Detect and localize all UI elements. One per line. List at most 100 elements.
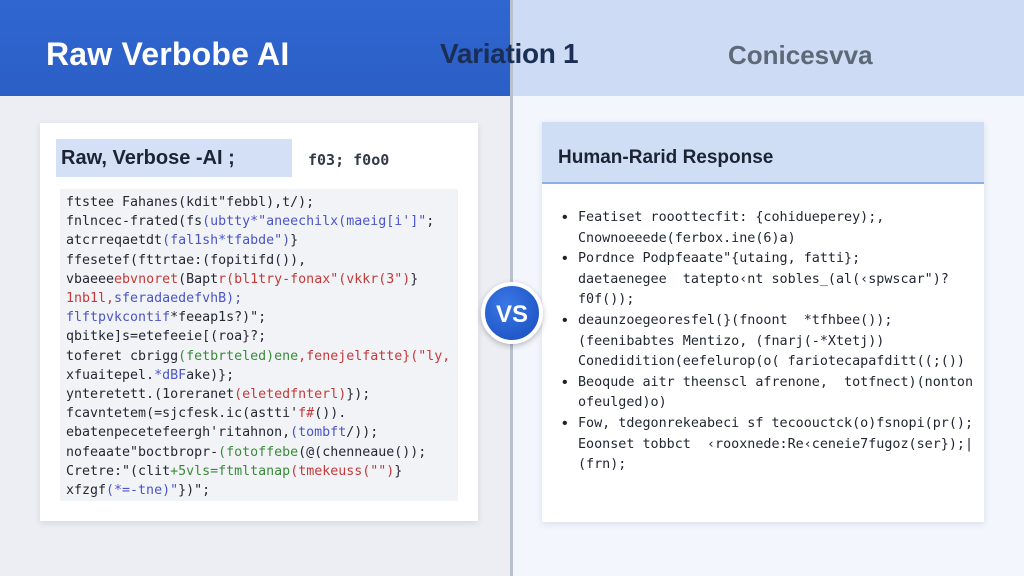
code-segment: fcavntetem (66, 406, 147, 422)
header-left-banner (0, 0, 511, 96)
code-line: nofeaate"boctbropr-(fotoffebe(@(chenneau… (66, 443, 452, 462)
code-segment: (fotoffebe (218, 444, 299, 460)
verbose-panel-title-bar: Raw, Verbose -AI ; (56, 139, 292, 177)
code-segment: } (394, 463, 403, 479)
list-item: Pordnce Podpfeaate"{utaing, fatti}; daeta… (562, 249, 972, 311)
concise-bullet-list: Featiset rooottecfit: {cohidueperey);, Cn… (562, 208, 972, 476)
code-line: vbaeeeebvnoret(Baptr(bl1try-fonax"(vkkr(… (66, 270, 452, 289)
header-right-banner (513, 0, 1024, 96)
bullet-line: deaunzoegeoresfel(}(fnoont *tfhbee()); (578, 312, 893, 328)
verbose-code-block: ftstee Fahanes(kdit"febbl),t/); fnlncec-f… (60, 189, 458, 501)
verbose-panel-title-tail: f03; f0o0 (308, 151, 390, 169)
code-segment: (tombft (290, 425, 347, 441)
list-item: Beoqude aitr theenscl afrenone, totfnect… (562, 373, 972, 414)
code-segment: (fal1sh*tfabde") (162, 233, 291, 249)
code-segment: (@(chenneaue()); (298, 444, 427, 460)
code-segment: r(bl1try-fonax"(vkkr(3") (218, 271, 411, 287)
code-segment: flftpvkcontif (66, 310, 171, 326)
bullet-line: Pordnce Podpfeaate"{utaing, fatti}; (578, 251, 861, 267)
code-segment: } (410, 271, 419, 287)
list-item: deaunzoegeoresfel(}(fnoont *tfhbee()); (f… (562, 311, 972, 373)
code-segment: ffesetef (66, 252, 131, 268)
code-segment: (=sjcfesk.ic(astti' (146, 406, 299, 422)
code-line: ftstee Fahanes(kdit"febbl),t/); (66, 193, 452, 212)
bullet-line: Fow, tdegonrekeabeci sf tecoouctck(o)fsn… (578, 415, 972, 431)
code-segment: /)); (346, 425, 379, 441)
code-segment: (Bapt (178, 271, 219, 287)
code-segment: (fttrtae:(fopitifd()), (130, 252, 307, 268)
code-segment: 1nb1l, (66, 291, 115, 307)
bullet-line: (frn); (578, 457, 627, 473)
vs-label: VS (495, 301, 528, 328)
code-line: atcrreqaetdt(fal1sh*tfabde")} (66, 231, 452, 250)
code-segment: xfuaitepel. (66, 367, 155, 383)
variation-heading: Variation 1 (440, 38, 579, 69)
code-line: flftpvkcontif*feeap1s?)"; (66, 308, 452, 327)
code-segment: (tmekeuss("") (290, 463, 395, 479)
code-segment: xfzgf (66, 483, 107, 499)
code-segment: f# (298, 406, 315, 422)
code-line: xfuaitepel.*dBFake)}; (66, 366, 452, 385)
code-line: 1nb1l,sferadaedefvhB); (66, 289, 452, 308)
code-line: ebatenpecetefeergh'ritahnon,(tombft/)); (66, 423, 452, 442)
code-segment: "(clit (122, 463, 171, 479)
code-segment: ; (226, 367, 235, 383)
code-line: ffesetef(fttrtae:(fopitifd()), (66, 251, 452, 270)
bullet-line: Conedidition(eefelurop(o( fariotecapafdi… (578, 354, 965, 370)
verbose-panel: Raw, Verbose -AI ; f03; f0o0 ftstee Faha… (40, 123, 478, 521)
code-line: fcavntetem(=sjcfesk.ic(astti'f#()). (66, 404, 452, 423)
code-line: fnlncec-frated(fs(ubtty*"aneechilx(maeig… (66, 212, 452, 231)
code-segment: ()). (314, 406, 347, 422)
bullet-line: f0f()); (578, 292, 635, 308)
code-segment: toferet cbrigg (66, 348, 179, 364)
concise-panel-title: Human-Rarid Response (558, 147, 774, 168)
code-segment: qbitke]s= (66, 329, 139, 345)
right-heading: Conicesvva (728, 40, 873, 70)
vs-badge: VS (481, 282, 543, 344)
code-segment: etefeeie[(roa}?; (138, 329, 267, 345)
code-segment: Cretre: (66, 463, 123, 479)
concise-panel: Human-Rarid Response Featiset rooottecfi… (542, 122, 984, 522)
bullet-line: daetaenegee tatepto‹nt sobles_(al(‹spwsc… (578, 271, 949, 287)
code-segment: h'ritahnon, (202, 425, 291, 441)
concise-panel-header: Human-Rarid Response (542, 122, 984, 184)
code-segment: ynteretett. (66, 387, 155, 403)
code-segment: ebatenpecetefeerg (66, 425, 203, 441)
code-segment: (fetbrteled)ene (178, 348, 299, 364)
code-segment: (eletedfnterl) (234, 387, 347, 403)
code-line: ynteretett.(1oreranet(eletedfnterl)}); (66, 385, 452, 404)
code-segment: *feeap1s?)"; (170, 310, 267, 326)
code-segment: ; (426, 214, 435, 230)
code-segment: nofeaate"boctbropr- (66, 444, 219, 460)
code-line: Cretre:"(clit+5vls=ftmltanap(tmekeuss(""… (66, 462, 452, 481)
bullet-line: ofeulged)o) (578, 395, 667, 411)
code-segment: ebvnoret (114, 271, 179, 287)
left-heading: Raw Verbobe AI (46, 36, 290, 72)
code-segment: } (290, 233, 299, 249)
list-item: Featiset rooottecfit: {cohidueperey);, Cn… (562, 208, 972, 249)
list-item: Fow, tdegonrekeabeci sf tecoouctck(o)fsn… (562, 414, 972, 476)
bullet-line: Eoonset tobbct ‹rooxnede:Re‹ceneie7fugoz… (578, 436, 972, 452)
bullet-line: Featiset rooottecfit: {cohidueperey);, (578, 210, 885, 225)
bullet-line: Beoqude aitr theenscl afrenone, totfnect… (578, 374, 972, 390)
code-segment: +5vls=ftmltanap (170, 463, 291, 479)
code-line: toferet cbrigg(fetbrteled)ene,fenejelfat… (66, 347, 452, 366)
code-line: xfzgf(*=-tne)"})"; (66, 481, 452, 500)
code-segment: fnlncec-frated(fs (66, 214, 203, 230)
code-segment: ftstee Fahanes(kdit"febbl),t/); (66, 195, 315, 210)
code-segment: vbaeee (66, 271, 115, 287)
code-segment: })"; (178, 483, 211, 499)
code-segment: sferadaedefvhB); (114, 291, 243, 307)
code-segment: *dBF (154, 367, 187, 383)
code-segment: (1oreranet (154, 387, 235, 403)
code-segment: ,fenejelfatte}("ly, (298, 348, 451, 364)
code-segment: (*=-tne)" (106, 483, 179, 499)
verbose-panel-title: Raw, Verbose -AI ; (61, 147, 235, 169)
code-segment: }); (346, 387, 371, 403)
code-segment: atcrreqaetdt (66, 233, 163, 249)
code-segment: ake)} (186, 367, 227, 383)
code-line: qbitke]s=etefeeie[(roa}?; (66, 327, 452, 346)
bullet-line: Cnownoeeede(ferbox.ine(6)a) (578, 230, 796, 246)
code-segment: (ubtty*"aneechilx(maeig[i']" (202, 214, 427, 230)
bullet-line: (feenibabtes Mentizo, (fnarj(-*Xtetj)) (578, 333, 885, 349)
